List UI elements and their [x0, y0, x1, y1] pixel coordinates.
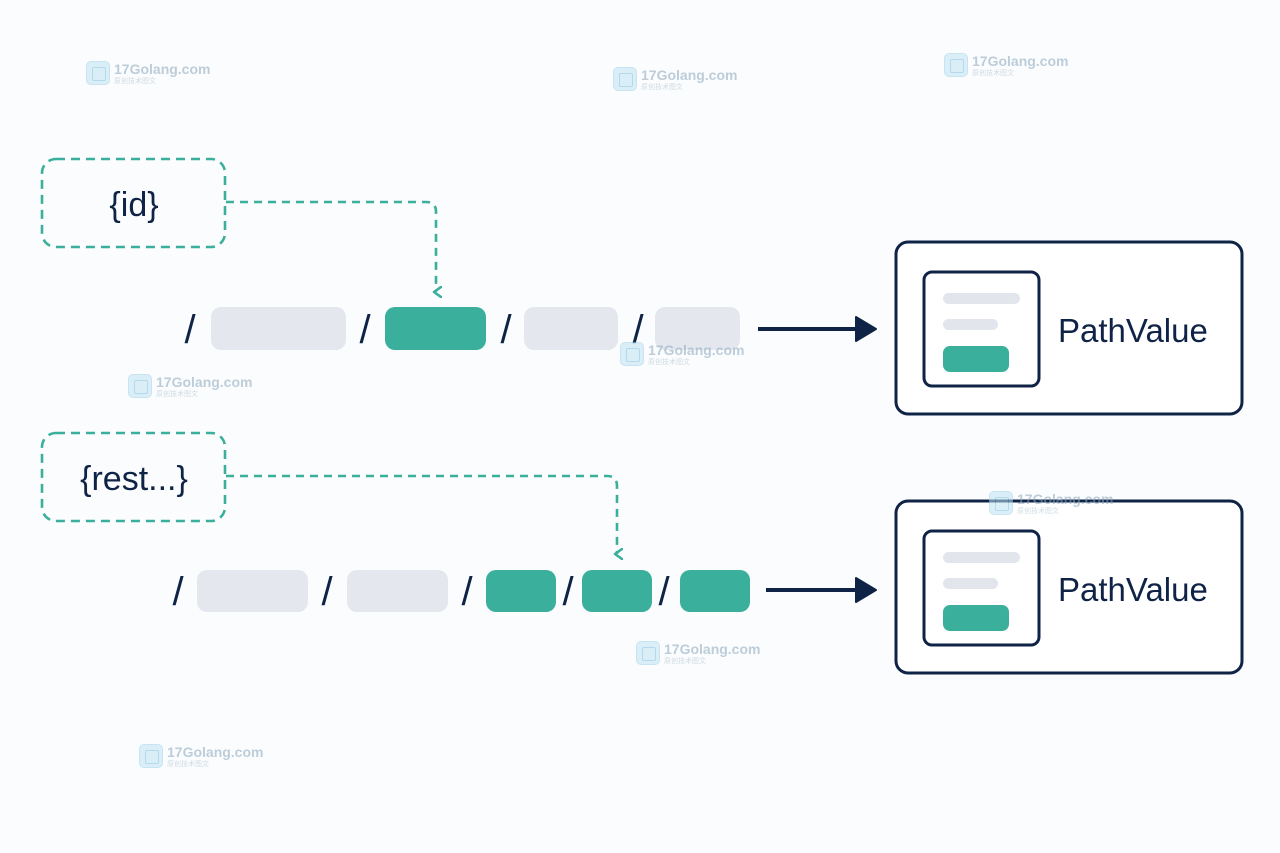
path-separator: /: [562, 570, 574, 614]
path-separator: /: [461, 570, 473, 614]
path-segment-matched: [582, 570, 652, 612]
rest-placeholder-label: {rest...}: [80, 460, 188, 498]
path-separator: /: [321, 570, 333, 614]
path-segment-matched: [680, 570, 750, 612]
top-row: {id} / / / / PathValue: [40, 157, 1244, 416]
path-segment: [211, 307, 346, 350]
output-arrow-head: [855, 316, 877, 342]
rest-placeholder-box: [40, 431, 227, 523]
path-separator: /: [658, 570, 670, 614]
id-placeholder-box: [40, 157, 227, 249]
path-segment: [655, 307, 740, 350]
path-separator: /: [184, 308, 196, 352]
path-separator: /: [632, 308, 644, 352]
card-line: [943, 293, 1020, 304]
rest-connector-line: [226, 474, 617, 554]
path-segment-matched: [385, 307, 486, 350]
card-line: [943, 319, 998, 330]
card-value-bar: [943, 605, 1009, 631]
card-value-bar: [943, 346, 1009, 372]
output-arrow-head: [855, 577, 877, 603]
bottom-row: {rest...} / / / / / PathValue: [40, 431, 1244, 675]
id-placeholder-label: {id}: [109, 186, 158, 224]
path-separator: /: [172, 570, 184, 614]
path-separator: /: [500, 308, 512, 352]
id-connector-line: [226, 200, 436, 292]
path-segment: [347, 570, 448, 612]
pathvalue-output-label: PathValue: [1058, 571, 1208, 608]
pathvalue-output-label: PathValue: [1058, 312, 1208, 349]
path-segment: [524, 307, 618, 350]
path-separator: /: [359, 308, 371, 352]
card-line: [943, 578, 998, 589]
path-segment: [197, 570, 308, 612]
card-line: [943, 552, 1020, 563]
path-segment-matched: [486, 570, 556, 612]
